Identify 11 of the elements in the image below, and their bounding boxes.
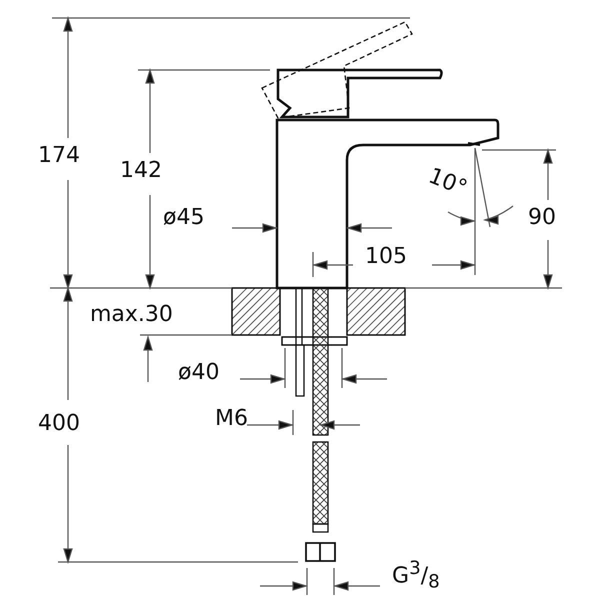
dimension-label: 10° [425, 166, 470, 200]
dimension-label: ø40 [178, 362, 220, 384]
dimension-label: 174 [38, 145, 80, 167]
dimension-label: 400 [38, 413, 80, 435]
dimension-label: max.30 [90, 304, 173, 326]
dimension-label: ø45 [163, 207, 204, 229]
dimension-label: 105 [365, 246, 407, 268]
dimension-label: M6 [215, 408, 248, 430]
dimension-label: 142 [120, 160, 162, 182]
dimension-label: 90 [528, 207, 556, 229]
dimension-label: G$^{3}$/$_{8}$ [392, 560, 440, 592]
